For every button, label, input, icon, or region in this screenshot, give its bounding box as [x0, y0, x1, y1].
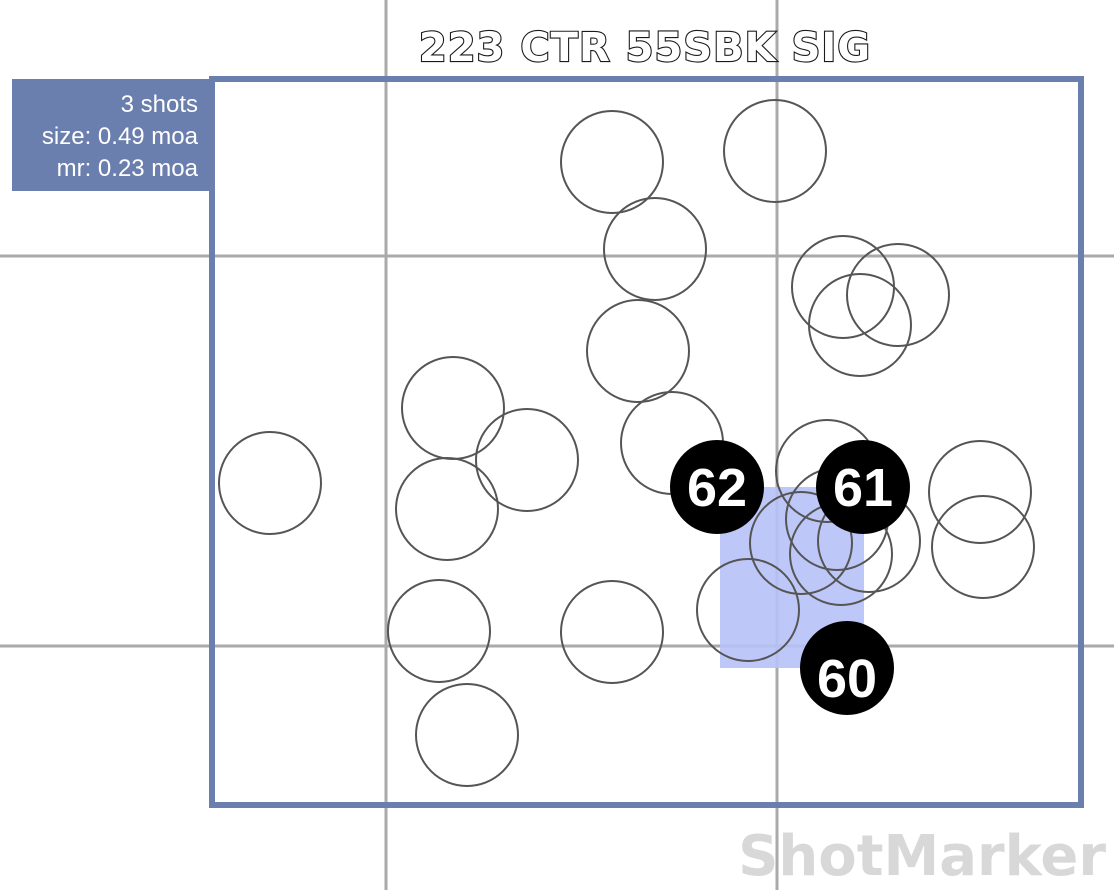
- shot-label-62[interactable]: 62: [670, 440, 764, 534]
- shot-label-61[interactable]: 61: [816, 440, 910, 534]
- shot-label-badge: [816, 440, 910, 534]
- group-stats-panel: 3 shots size: 0.49 moa mr: 0.23 moa: [12, 79, 210, 191]
- shot-hole: [931, 495, 1035, 599]
- target-title: 223 CTR 55SBK SIG: [419, 25, 871, 71]
- shotmarker-watermark: ShotMarker: [738, 824, 1106, 889]
- shot-hole: [475, 408, 579, 512]
- shot-hole: [560, 580, 664, 684]
- shot-hole: [846, 243, 950, 347]
- shot-hole: [791, 235, 895, 339]
- shot-hole: [808, 273, 912, 377]
- shot-label-badge: [800, 621, 894, 715]
- group-size: size: 0.49 moa: [41, 123, 198, 150]
- shot-history: [218, 99, 1035, 787]
- shot-hole: [586, 299, 690, 403]
- shot-hole: [401, 356, 505, 460]
- shot-label-number: 61: [833, 458, 893, 518]
- mean-radius: mr: 0.23 moa: [56, 155, 198, 182]
- shot-count: 3 shots: [120, 91, 198, 118]
- shot-hole: [395, 457, 499, 561]
- shot-label-number: 62: [687, 458, 747, 518]
- shot-hole: [696, 558, 800, 662]
- shot-label-badge: [670, 440, 764, 534]
- shot-hole: [603, 197, 707, 301]
- shot-hole: [415, 683, 519, 787]
- shot-label-number: 60: [817, 649, 877, 709]
- shot-hole: [723, 99, 827, 203]
- shot-label-60[interactable]: 60: [800, 621, 894, 715]
- shot-hole: [218, 431, 322, 535]
- shot-hole: [560, 110, 664, 214]
- shot-hole: [749, 491, 853, 595]
- shot-hole: [928, 440, 1032, 544]
- target-frame: [209, 76, 1084, 808]
- shot-hole: [387, 579, 491, 683]
